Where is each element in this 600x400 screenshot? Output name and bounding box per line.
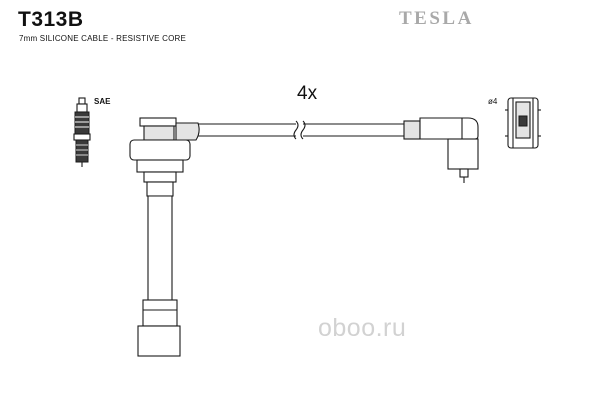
spark-plug-boot: [129, 117, 200, 357]
watermark-text: oboo.ru: [318, 314, 407, 342]
cable-description: 7mm SILICONE CABLE - RESISTIVE CORE: [19, 34, 187, 43]
terminal-section-icon: [505, 97, 541, 149]
ignition-cable: [198, 120, 404, 140]
part-number: T313B: [18, 8, 84, 31]
coil-boot: [403, 117, 479, 183]
spark-plug-label: SAE: [94, 97, 111, 106]
terminal-diameter-label: ø4: [488, 97, 498, 106]
brand-logo: TESLA: [399, 8, 474, 29]
quantity-label: 4x: [297, 83, 318, 104]
spark-plug-icon: [73, 97, 91, 167]
